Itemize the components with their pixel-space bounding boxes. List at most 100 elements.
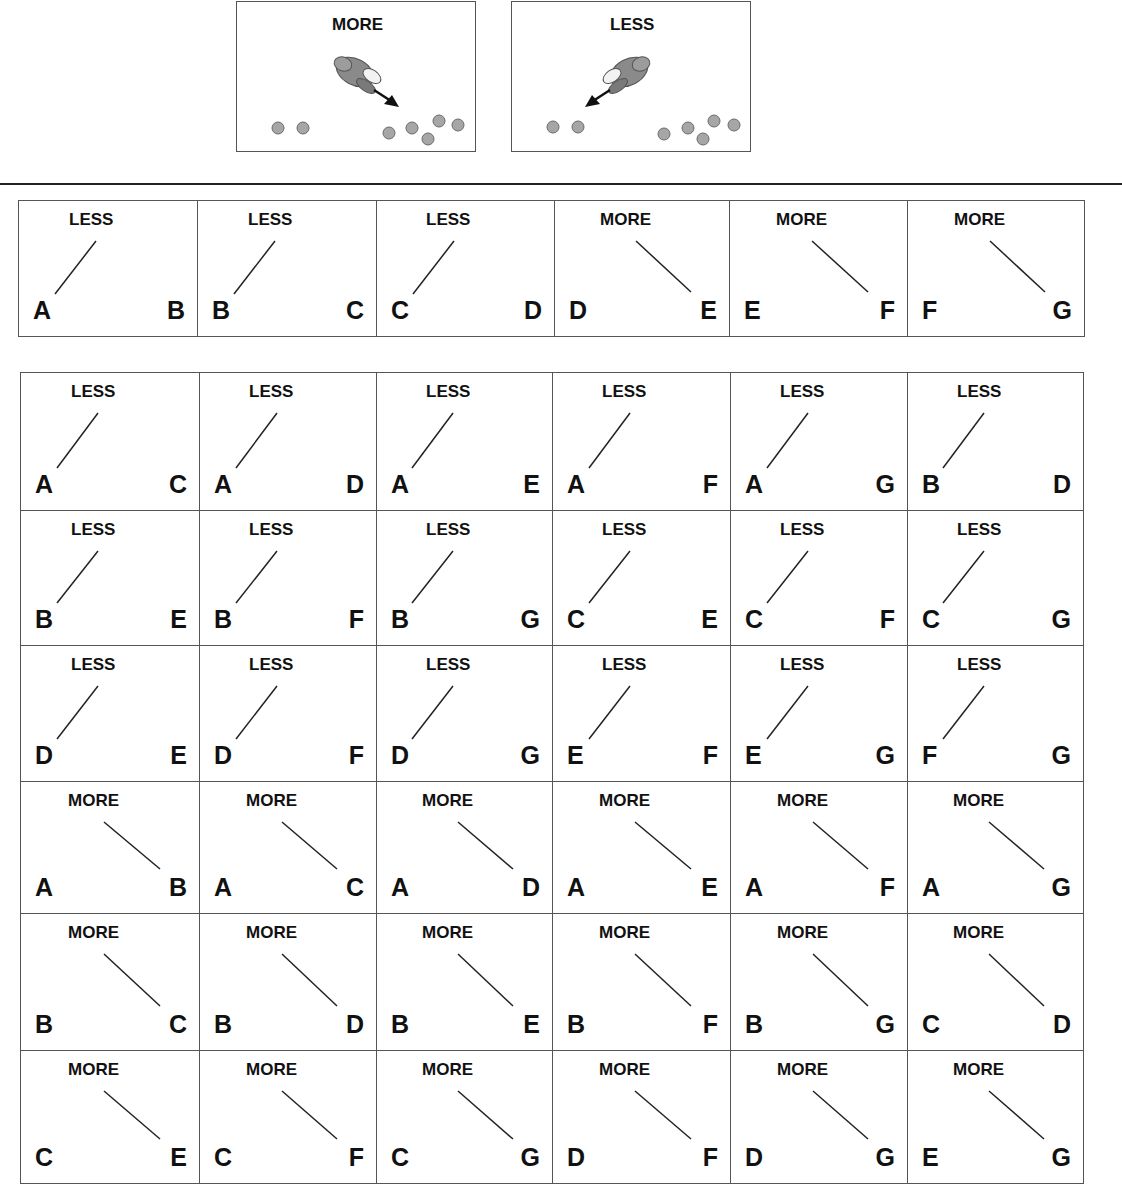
pointer-line bbox=[943, 551, 984, 603]
pointer-line bbox=[55, 241, 96, 294]
item-letter: G bbox=[876, 1145, 895, 1170]
comparison-word: MORE bbox=[68, 1061, 119, 1078]
pointer-line bbox=[413, 241, 454, 294]
comparison-word: MORE bbox=[953, 924, 1004, 941]
comparison-word: MORE bbox=[332, 16, 383, 33]
item-letter: C bbox=[346, 875, 364, 900]
item-letter: B bbox=[35, 1012, 53, 1037]
comparison-word: LESS bbox=[249, 656, 293, 673]
comparison-card: MORE C D bbox=[907, 913, 1084, 1051]
pointer-line bbox=[458, 954, 513, 1006]
item-letter: B bbox=[391, 607, 409, 632]
item-letter: C bbox=[346, 298, 364, 323]
item-letter: C bbox=[922, 1012, 940, 1037]
pointer-line bbox=[812, 241, 868, 292]
item-letter: C bbox=[567, 607, 585, 632]
item-letter: G bbox=[1052, 875, 1071, 900]
comparison-word: MORE bbox=[422, 924, 473, 941]
comparison-card: MOREEF bbox=[729, 200, 908, 337]
comparison-card: LESSEG bbox=[730, 645, 908, 782]
comparison-card: MOREAF bbox=[730, 781, 908, 914]
comparison-card: LESSCE bbox=[552, 510, 731, 646]
item-letter: D bbox=[214, 743, 232, 768]
item-letter: G bbox=[876, 472, 895, 497]
pointer-line bbox=[282, 954, 337, 1006]
pointer-line bbox=[767, 686, 808, 739]
example-panel: LESS bbox=[511, 1, 751, 152]
item-letter: F bbox=[880, 298, 895, 323]
comparison-word: MORE bbox=[953, 792, 1004, 809]
item-letter: G bbox=[1053, 298, 1072, 323]
comparison-word: LESS bbox=[426, 521, 470, 538]
comparison-card: LESSBD bbox=[907, 372, 1084, 511]
item-letter: A bbox=[214, 875, 232, 900]
item-letter: D bbox=[1053, 1012, 1071, 1037]
pointer-line bbox=[57, 413, 98, 468]
pointer-line bbox=[236, 413, 277, 468]
item-letter: E bbox=[701, 875, 718, 900]
pointer-line bbox=[57, 551, 98, 603]
comparison-card: MORECE bbox=[20, 1050, 200, 1184]
pointer-line bbox=[989, 1091, 1044, 1139]
item-letter: D bbox=[391, 743, 409, 768]
comparison-word: LESS bbox=[780, 656, 824, 673]
item-letter: B bbox=[745, 1012, 763, 1037]
comparison-word: LESS bbox=[249, 521, 293, 538]
item-letter: B bbox=[212, 298, 230, 323]
item-letter: G bbox=[1052, 607, 1071, 632]
item-letter: F bbox=[703, 743, 718, 768]
item-letter: D bbox=[524, 298, 542, 323]
comparison-word: LESS bbox=[957, 521, 1001, 538]
pointer-line bbox=[813, 822, 868, 869]
pointer-line bbox=[635, 1091, 691, 1139]
comparison-card: MORE D E bbox=[554, 200, 730, 337]
comparison-word: LESS bbox=[602, 521, 646, 538]
comparison-word: MORE bbox=[954, 211, 1005, 228]
item-letter: G bbox=[1052, 1145, 1071, 1170]
item-letter: B bbox=[169, 875, 187, 900]
pointer-line bbox=[458, 822, 513, 869]
comparison-word: MORE bbox=[599, 1061, 650, 1078]
pointer-line bbox=[813, 954, 868, 1006]
comparison-card: MOREBF bbox=[552, 913, 731, 1051]
item-letter: D bbox=[1053, 472, 1071, 497]
item-letter: F bbox=[703, 1145, 718, 1170]
item-letter: E bbox=[170, 743, 187, 768]
pointer-line bbox=[104, 1091, 160, 1139]
comparison-card: MORE A C bbox=[199, 781, 377, 914]
comparison-card: LESSAD bbox=[199, 372, 377, 511]
comparison-word: LESS bbox=[426, 383, 470, 400]
comparison-word: LESS bbox=[957, 383, 1001, 400]
comparison-card: LESSCF bbox=[730, 510, 908, 646]
comparison-card: LESSAB bbox=[18, 200, 198, 337]
comparison-card: LESSEF bbox=[552, 645, 731, 782]
comparison-word: MORE bbox=[246, 792, 297, 809]
item-letter: G bbox=[521, 1145, 540, 1170]
comparison-card: LESSBC bbox=[197, 200, 377, 337]
item-letter: F bbox=[922, 743, 937, 768]
comparison-word: MORE bbox=[599, 924, 650, 941]
pointer-line bbox=[636, 241, 691, 292]
item-letter: A bbox=[745, 472, 763, 497]
comparison-card: MOREAE bbox=[552, 781, 731, 914]
comparison-word: MORE bbox=[600, 211, 651, 228]
item-letter: B bbox=[35, 607, 53, 632]
item-letter: E bbox=[700, 298, 717, 323]
comparison-card: MOREDF bbox=[552, 1050, 731, 1184]
comparison-word: MORE bbox=[246, 1061, 297, 1078]
comparison-card: LESSBG bbox=[376, 510, 553, 646]
comparison-card: MOREAG bbox=[907, 781, 1084, 914]
comparison-card: LESSAC bbox=[20, 372, 200, 511]
item-letter: D bbox=[569, 298, 587, 323]
item-letter: E bbox=[170, 607, 187, 632]
item-letter: D bbox=[346, 472, 364, 497]
comparison-card: LESSFG bbox=[907, 645, 1084, 782]
comparison-card: MOREBC bbox=[20, 913, 200, 1051]
item-letter: B bbox=[167, 298, 185, 323]
pointer-line bbox=[236, 551, 277, 603]
comparison-word: MORE bbox=[953, 1061, 1004, 1078]
item-letter: B bbox=[391, 1012, 409, 1037]
counter-dots bbox=[272, 115, 740, 145]
comparison-word: MORE bbox=[776, 211, 827, 228]
pointer-line bbox=[635, 822, 691, 869]
